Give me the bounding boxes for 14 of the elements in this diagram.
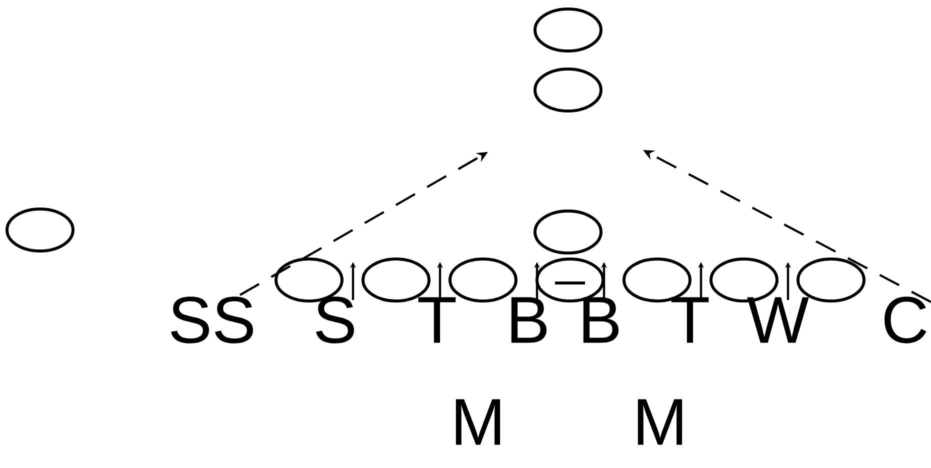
player-oval (6, 208, 74, 252)
position-letter: M (456, 399, 500, 445)
player-oval (534, 210, 602, 254)
position-letter: B (511, 297, 547, 343)
player-oval (534, 8, 602, 52)
position-letter: T (671, 297, 709, 343)
position-letter: M (638, 399, 682, 445)
position-letter: B (583, 297, 619, 343)
position-letter: W (747, 297, 809, 343)
player-oval (534, 68, 602, 112)
position-letter: S (316, 296, 354, 344)
position-letter: T (418, 297, 456, 343)
position-letter: C (884, 296, 926, 344)
position-letter: SS (170, 296, 253, 344)
